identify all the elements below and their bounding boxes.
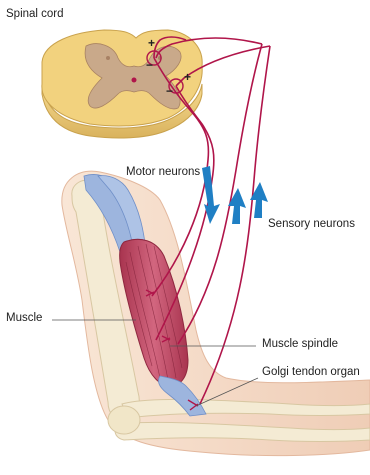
- sign-plus-lower: +: [184, 70, 191, 84]
- sign-minus-lower: −: [166, 84, 173, 98]
- label-sensory-neurons: Sensory neurons: [268, 218, 355, 230]
- sensory-arrows: [228, 182, 268, 224]
- label-spinal-cord: Spinal cord: [6, 8, 64, 20]
- label-muscle-spindle: Muscle spindle: [262, 338, 338, 350]
- elbow-joint: [108, 406, 140, 434]
- label-motor-neurons: Motor neurons: [126, 166, 200, 178]
- label-muscle: Muscle: [6, 312, 42, 324]
- sign-minus-upper: −: [146, 58, 153, 72]
- label-golgi-tendon-organ: Golgi tendon organ: [262, 366, 360, 378]
- sign-plus-upper: +: [148, 36, 155, 50]
